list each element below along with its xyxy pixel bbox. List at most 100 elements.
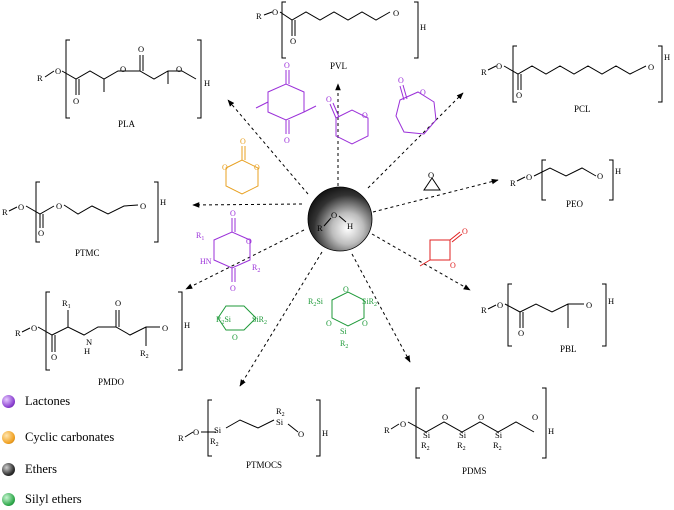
svg-text:O: O: [393, 8, 399, 18]
label-ptmc: PTMC: [75, 248, 100, 258]
polymer-ptmc: R O O O O H PTMC: [2, 181, 166, 258]
svg-text:O: O: [254, 163, 260, 172]
sphere-r-label: R: [317, 223, 323, 233]
arrow-to-ptmc: [192, 202, 303, 208]
monomer-morpholinedione: O O O HN R1 R2: [196, 209, 260, 293]
svg-text:R: R: [15, 328, 21, 338]
svg-text:O: O: [518, 328, 524, 338]
svg-text:SiR2: SiR2: [362, 297, 377, 308]
svg-text:R2: R2: [140, 348, 149, 360]
svg-text:H: H: [664, 52, 670, 62]
svg-text:H: H: [615, 166, 621, 176]
initiator-sphere: R O H: [307, 186, 373, 252]
svg-text:O: O: [326, 95, 332, 104]
svg-text:R1: R1: [196, 231, 204, 242]
svg-text:R: R: [256, 11, 262, 21]
svg-text:R2: R2: [457, 440, 466, 452]
svg-text:O: O: [140, 201, 146, 211]
svg-text:O: O: [290, 36, 296, 46]
svg-text:R2: R2: [276, 406, 285, 418]
svg-text:R: R: [481, 305, 487, 315]
sphere-h-label: H: [347, 221, 353, 231]
svg-text:O: O: [18, 202, 24, 212]
polymer-ptmocs: R O Si R2 Si R2 O H PTMOCS: [178, 399, 328, 470]
svg-text:O: O: [400, 419, 406, 429]
label-pbl: PBL: [560, 344, 577, 354]
monomer-valerolactone: O O: [326, 95, 369, 145]
monomer-lactide: O O: [255, 61, 317, 145]
svg-text:O: O: [193, 427, 199, 437]
legend-item-ethers: Ethers: [0, 460, 200, 480]
legend-item-silyl-ethers: Silyl ethers: [0, 490, 200, 510]
svg-text:O: O: [362, 111, 368, 120]
polymer-pdms: R O Si R2 O Si R2 O Si R2 O H PDMS: [384, 387, 554, 476]
svg-text:O: O: [597, 171, 603, 181]
svg-text:O: O: [326, 319, 332, 328]
svg-text:H: H: [420, 22, 426, 32]
svg-text:R: R: [510, 178, 516, 188]
label-pmdo: PMDO: [98, 377, 125, 387]
svg-text:Si: Si: [495, 430, 503, 440]
svg-text:O: O: [420, 88, 426, 97]
svg-text:O: O: [284, 61, 290, 70]
svg-text:O: O: [497, 300, 503, 310]
svg-text:O: O: [298, 429, 304, 439]
svg-text:R2Si: R2Si: [308, 297, 324, 308]
svg-text:O: O: [56, 201, 62, 211]
monomer-caprolactone: O O: [395, 76, 437, 135]
svg-text:O: O: [73, 96, 79, 106]
silyl-ethers-dot-icon: [2, 493, 15, 506]
svg-text:O: O: [272, 7, 278, 17]
svg-text:O: O: [362, 319, 368, 328]
svg-text:R1: R1: [62, 298, 71, 310]
svg-text:O: O: [222, 163, 228, 172]
svg-text:O: O: [176, 64, 182, 74]
svg-text:HN: HN: [200, 257, 212, 266]
svg-text:O: O: [450, 261, 456, 270]
svg-text:H: H: [204, 78, 210, 88]
svg-text:Si: Si: [276, 417, 284, 427]
svg-text:O: O: [232, 333, 238, 342]
svg-text:O: O: [162, 323, 168, 333]
svg-text:O: O: [31, 323, 37, 333]
svg-text:R2: R2: [340, 339, 348, 350]
lactones-dot-icon: [2, 395, 15, 408]
svg-text:O: O: [428, 170, 434, 180]
svg-text:O: O: [343, 285, 349, 294]
svg-text:O: O: [496, 61, 502, 71]
arrow-to-pcl: [367, 92, 464, 189]
svg-text:O: O: [115, 298, 121, 308]
svg-text:O: O: [442, 412, 448, 422]
monomer-tmc: O O O: [222, 137, 260, 195]
polymer-pla: R O O O O O H PLA: [37, 39, 210, 129]
ethers-dot-icon: [2, 463, 15, 476]
svg-text:H: H: [322, 428, 328, 438]
svg-text:Si: Si: [423, 430, 431, 440]
svg-text:O: O: [55, 66, 61, 76]
legend-item-cyclic-carbonates: Cyclic carbonates: [0, 428, 200, 448]
label-pdms: PDMS: [462, 466, 487, 476]
svg-text:R2Si: R2Si: [216, 315, 232, 326]
label-peo: PEO: [566, 199, 584, 209]
svg-text:O: O: [230, 209, 236, 218]
svg-text:H: H: [184, 320, 190, 330]
svg-text:R: R: [178, 433, 184, 443]
polymer-pvl: R O O O H PVL: [256, 1, 426, 71]
sphere-o-label: O: [331, 210, 337, 220]
monomer-ethylene-oxide: O: [423, 170, 441, 191]
svg-text:O: O: [532, 412, 538, 422]
svg-text:R: R: [481, 67, 487, 77]
monomer-cyclosiloxane: R2Si SiR2 O Si R2 O O: [308, 285, 377, 350]
svg-text:O: O: [478, 412, 484, 422]
svg-text:H: H: [84, 346, 90, 356]
svg-text:O: O: [51, 352, 57, 362]
svg-text:R2: R2: [493, 440, 502, 452]
polymer-pmdo: R O O R1 N H O R2 O H PMDO: [15, 291, 190, 387]
svg-text:Si: Si: [214, 425, 222, 435]
svg-text:H: H: [548, 426, 554, 436]
svg-text:O: O: [230, 284, 236, 293]
arrow-to-ptmocs: [239, 251, 323, 387]
svg-text:O: O: [398, 76, 404, 85]
monomer-butyrolactone: O O: [419, 227, 468, 270]
